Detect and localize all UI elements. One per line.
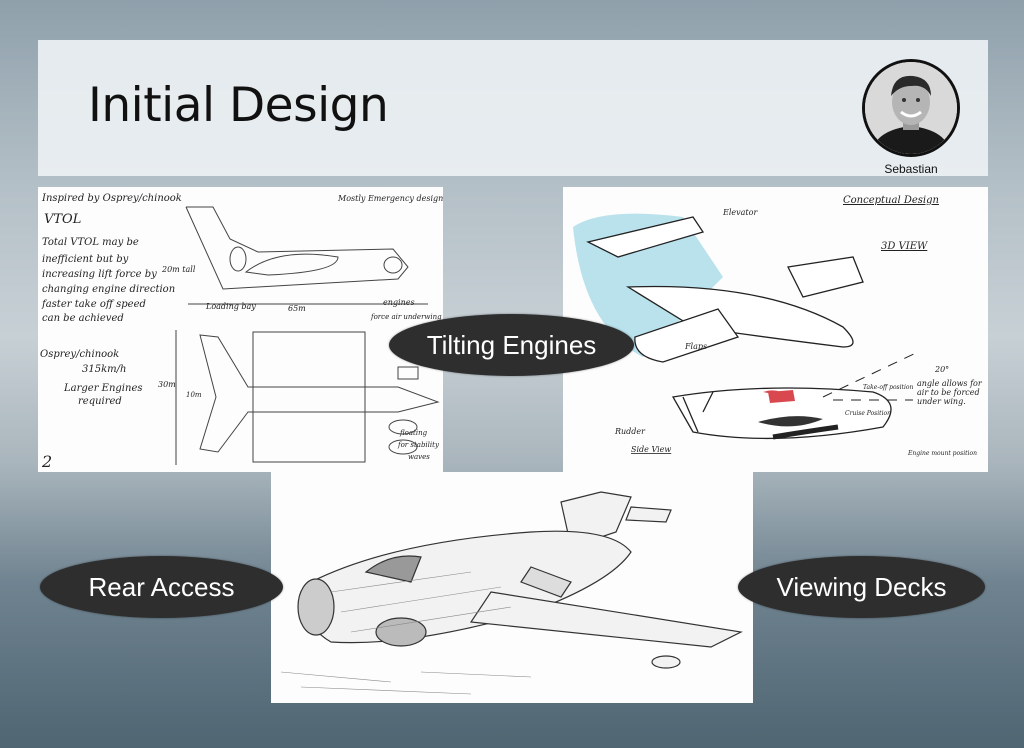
callout-rear-access: Rear Access [40,556,283,618]
sketch-label: Take-off position [863,384,913,391]
sketch-side-top-view: Inspired by Osprey/chinook VTOL Total VT… [38,187,443,472]
sketch-note: faster take off speed [41,299,146,310]
presenter-name: Sebastian [884,162,938,176]
sketch-note: Osprey/chinook [40,349,119,360]
sketch-label: Engine mount position [907,450,977,457]
sketch-label: 20° [934,365,949,374]
sketch-note: Inspired by Osprey/chinook [41,193,182,204]
avatar [862,59,960,157]
sketch-label: engines [383,298,415,307]
sketch-label: floating [399,429,428,437]
sketch-label: for stability [397,441,440,449]
sketch-label: 3D VIEW [881,241,928,252]
sketch-perspective-view [271,472,753,703]
sketch-label: Conceptual Design [843,195,939,206]
sketch-note: 315km/h [82,364,126,375]
callout-tilting-engines: Tilting Engines [389,314,634,376]
slide-title: Initial Design [88,78,389,133]
sketch-label-angle-note: angle allows for air to be forced under … [917,379,982,406]
person-photo-icon [865,62,957,154]
sketch-note: required [78,396,122,407]
sketch-label: Elevator [722,208,758,217]
sketch-note: increasing lift force by [42,269,157,280]
sketch-label: 30m [158,380,176,389]
slide-header: Initial Design Sebastian [38,40,988,176]
sketch-label: 20m tall [161,265,196,274]
callout-viewing-decks: Viewing Decks [738,556,985,618]
sketch-note: Larger Engines [63,383,143,394]
sketch-label: Flaps [684,342,707,351]
sketch-label: force air underwing [370,313,442,321]
sketch-label: Loading bay [205,302,256,311]
sketch-label: Cruise Position [845,410,891,417]
sketch-note: Total VTOL may be [42,237,139,248]
sketch-label: 65m [288,304,306,313]
sketch-label: Rudder [614,427,646,436]
sketch-note: changing engine direction [42,284,175,295]
sketch-label: 10m [186,391,202,399]
sketch-conceptual-design: Conceptual Design 3D VIEW Elevator Flaps… [563,187,988,472]
sketch-note: can be achieved [42,313,124,324]
sketch-note: 2 [41,452,52,471]
sketch-note: VTOL [44,212,81,227]
sketch-label: Side View [631,445,671,454]
sketch-note: inefficient but by [42,254,129,265]
sketch-label: Mostly Emergency design [337,194,443,203]
sketch-label: waves [408,453,430,461]
